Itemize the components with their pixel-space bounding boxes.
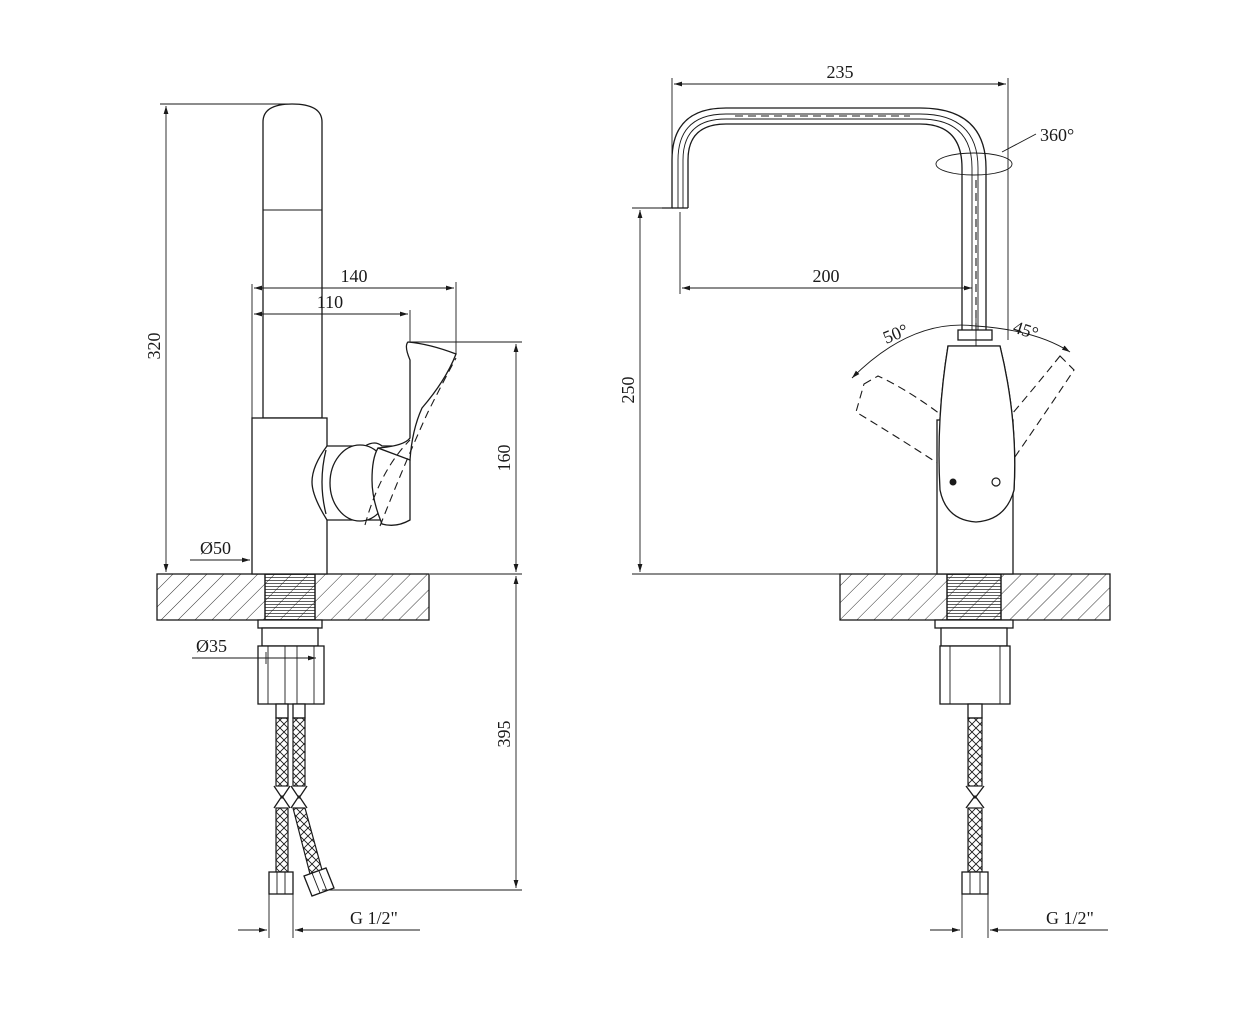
front-angle-arc xyxy=(851,324,1071,379)
dim-front-reach-total: 235 xyxy=(827,62,854,82)
side-fitting-left xyxy=(268,871,294,895)
front-shank-thread xyxy=(946,573,1002,621)
dim-side-reach-inner: 110 xyxy=(317,292,343,312)
side-hose-right-upper xyxy=(292,717,306,787)
front-lever-alt-right xyxy=(954,355,1075,485)
side-lever xyxy=(377,341,457,461)
front-ring xyxy=(934,619,1014,629)
dim-front-rotation: 360° xyxy=(1040,125,1074,145)
dim-side-base-diameter: Ø50 xyxy=(200,538,231,558)
dim-front-lever-right-angle: 45° xyxy=(1011,317,1041,344)
side-hose-left-upper xyxy=(275,717,289,787)
front-hose-lower xyxy=(967,807,983,873)
side-hose-left-lower xyxy=(275,807,289,873)
front-view: 235 360° 200 250 50° 45° G 1/2" xyxy=(618,62,1111,938)
side-spout-column xyxy=(262,103,323,419)
front-fitting xyxy=(961,871,989,895)
front-rotation-ellipse xyxy=(935,152,1013,176)
front-spout-outer xyxy=(662,107,987,330)
front-hose-upper xyxy=(967,717,983,787)
side-shank-thread xyxy=(264,573,316,621)
dim-side-hose-length: 395 xyxy=(494,721,514,748)
dim-front-lever-left-angle: 50° xyxy=(880,320,911,348)
side-hose-right-lower xyxy=(292,807,323,875)
dim-front-connection: G 1/2" xyxy=(1046,908,1094,928)
dim-side-height: 320 xyxy=(144,333,164,360)
dim-side-lever-height: 160 xyxy=(494,445,514,472)
dim-side-shank-diameter: Ø35 xyxy=(196,636,227,656)
side-ring xyxy=(257,619,323,629)
side-view: 320 140 110 160 Ø50 Ø35 395 G 1/2" xyxy=(144,103,522,938)
dim-side-reach-outer: 140 xyxy=(341,266,368,286)
dim-side-connection: G 1/2" xyxy=(350,908,398,928)
dim-front-spout-height: 250 xyxy=(618,377,638,404)
side-lever-alt xyxy=(379,357,457,527)
dim-front-reach-spout: 200 xyxy=(813,266,840,286)
front-mount-nut xyxy=(939,645,1011,705)
